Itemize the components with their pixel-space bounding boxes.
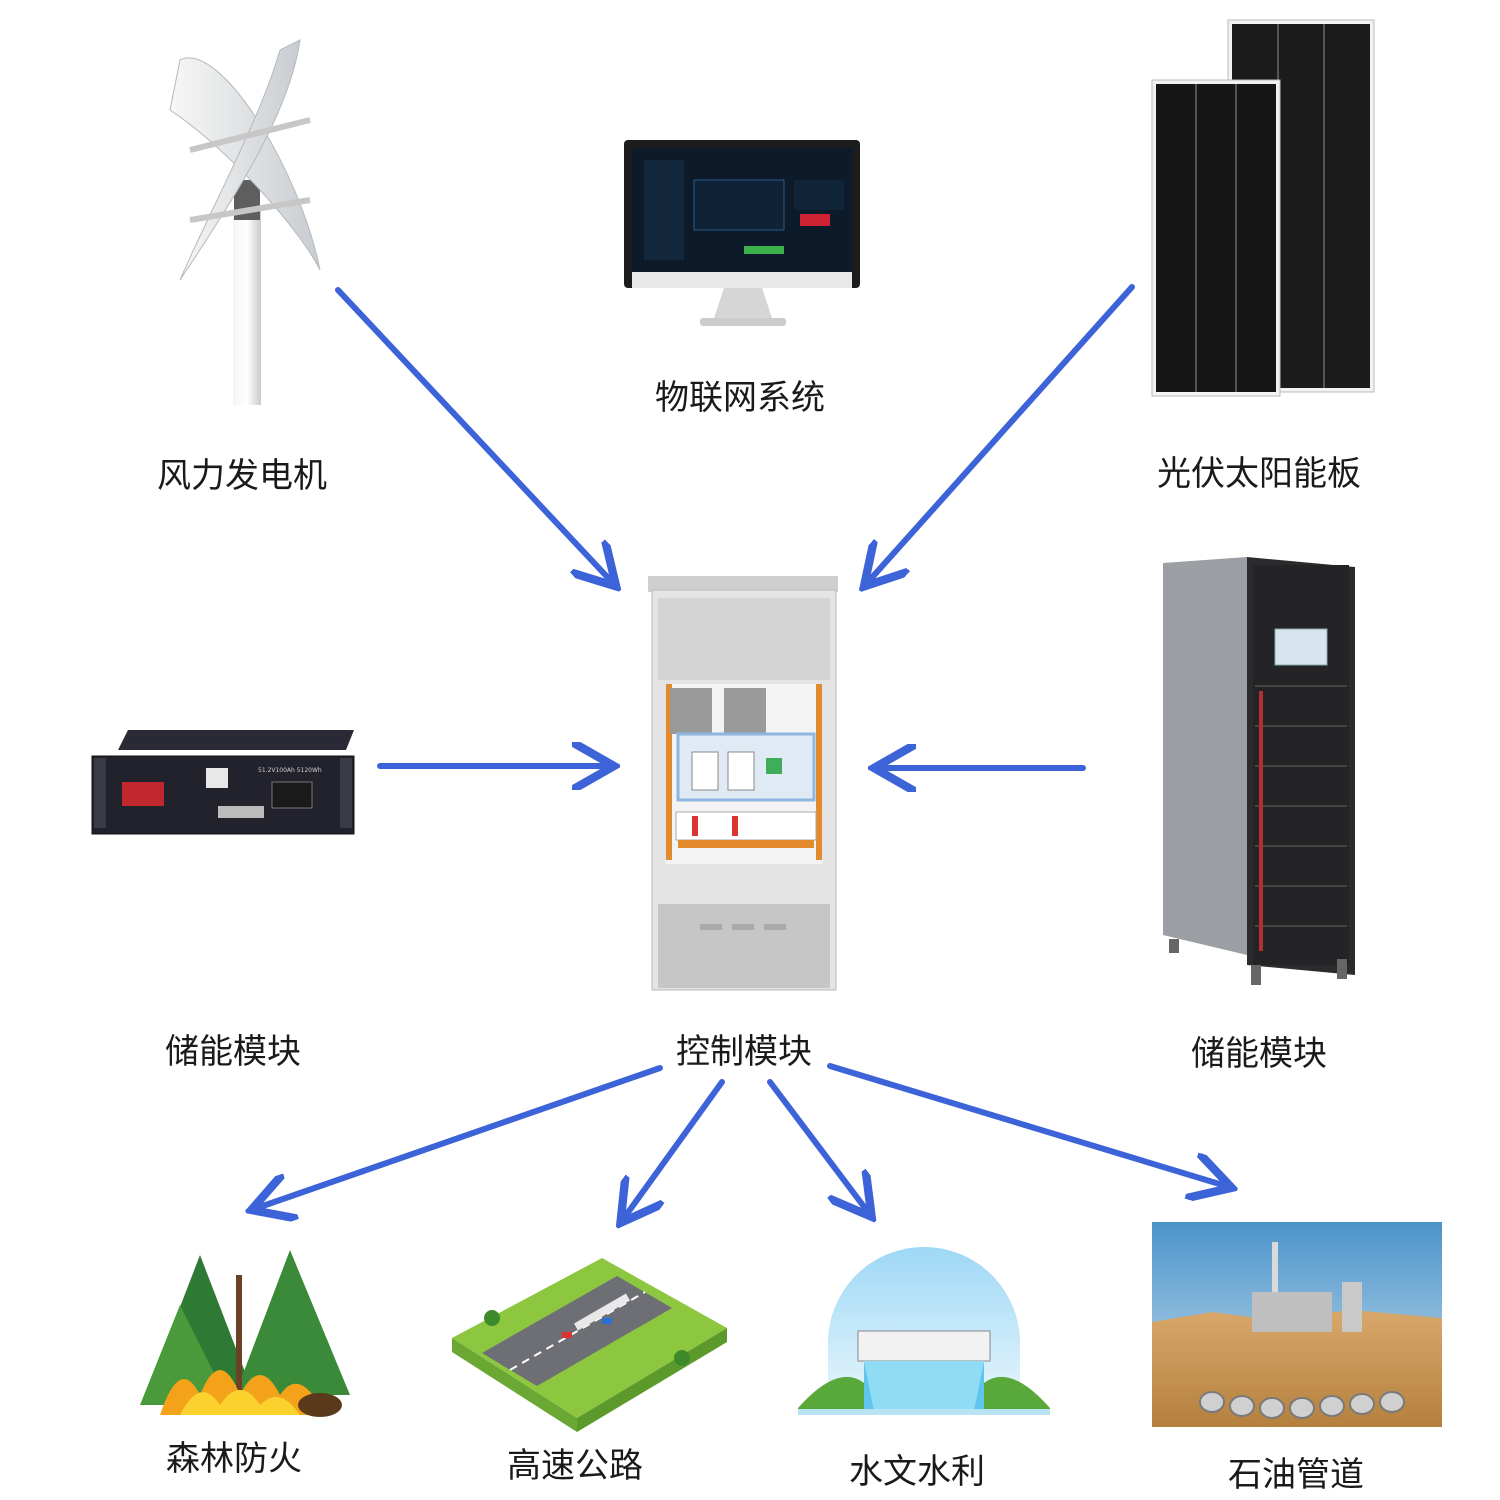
control-cabinet-image	[648, 574, 840, 994]
wind-turbine-image	[150, 30, 350, 410]
svg-text:51.2V100Ah 5120Wh: 51.2V100Ah 5120Wh	[258, 767, 322, 774]
arrow-control-to-highway	[624, 1079, 725, 1218]
battery-rack-image: 51.2V100Ah 5120Wh	[88, 726, 358, 836]
hydrology-label: 水文水利	[849, 1452, 985, 1492]
iot-system-label: 物联网系统	[655, 378, 825, 418]
arrow-control-to-oil	[827, 1063, 1226, 1186]
control-module-label: 控制模块	[676, 1032, 812, 1072]
solar-panel-image	[1150, 18, 1380, 398]
oil-pipeline-label: 石油管道	[1228, 1455, 1364, 1495]
hydrology-dam-image	[798, 1243, 1050, 1418]
wind-turbine-label: 风力发电机	[157, 456, 327, 496]
oil-pipeline-image	[1152, 1222, 1442, 1427]
arrow-wind-to-control	[335, 287, 612, 582]
arrow-solar-to-control	[868, 284, 1135, 582]
battery-right-label: 储能模块	[1191, 1034, 1327, 1074]
highway-image	[452, 1258, 727, 1433]
highway-label: 高速公路	[507, 1446, 643, 1486]
battery-left-label: 储能模块	[165, 1032, 301, 1072]
forest-fire-label: 森林防火	[166, 1439, 302, 1479]
forest-fire-image	[140, 1245, 365, 1425]
iot-monitor-image	[624, 140, 862, 335]
solar-panel-label: 光伏太阳能板	[1157, 454, 1361, 494]
arrow-control-to-hydro	[767, 1079, 868, 1212]
energy-storage-cabinet-image	[1155, 555, 1365, 995]
arrow-control-to-forest	[257, 1065, 663, 1208]
